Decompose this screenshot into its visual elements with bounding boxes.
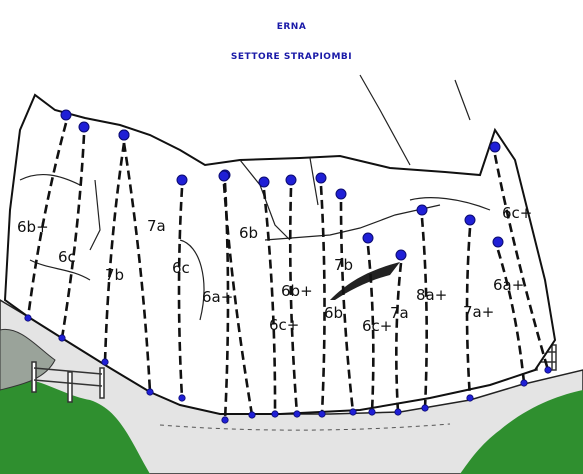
route-grade-label: 6b xyxy=(239,224,258,242)
route-start-point xyxy=(24,314,32,322)
rock-face xyxy=(3,74,557,415)
route-line xyxy=(366,245,375,413)
route-start-point xyxy=(221,416,229,424)
route-grade-label: 6c xyxy=(172,259,190,277)
route-start-point xyxy=(58,334,66,342)
route-start-point xyxy=(520,379,528,387)
anchor-point xyxy=(118,129,130,141)
route-grade-label: 7b xyxy=(334,256,353,274)
anchor-point xyxy=(395,249,407,261)
crag-title: ERNA xyxy=(276,22,307,32)
route-grade-label: 7a+ xyxy=(463,303,494,321)
route-start-point xyxy=(421,404,429,412)
route-start-point xyxy=(466,394,474,402)
route-line xyxy=(319,185,326,415)
anchor-point xyxy=(362,232,374,244)
anchor-point xyxy=(60,109,72,121)
route-start-point xyxy=(368,408,376,416)
route-grade-label: 6b+ xyxy=(281,282,313,300)
route-grade-label: 6c+ xyxy=(362,317,392,335)
route-line xyxy=(60,134,86,339)
route-grade-label: 7a xyxy=(390,304,409,322)
route-grade-label: 6c xyxy=(58,248,76,266)
route-grade-label: 7a xyxy=(147,217,166,235)
anchor-point xyxy=(492,236,504,248)
route-line xyxy=(339,201,355,413)
anchor-point xyxy=(285,174,297,186)
fence-left xyxy=(31,361,105,403)
route-grade-label: 7b xyxy=(105,266,124,284)
anchor-point xyxy=(464,214,476,226)
route-line xyxy=(177,187,184,399)
anchor-point xyxy=(489,141,501,153)
route-grade-label: 6b xyxy=(324,304,343,322)
route-line xyxy=(26,122,68,319)
anchor-point xyxy=(258,176,270,188)
route-start-point xyxy=(178,394,186,402)
route-start-point xyxy=(394,408,402,416)
anchor-point xyxy=(78,121,90,133)
boulders-left xyxy=(0,328,56,391)
route-start-point xyxy=(318,410,326,418)
route-grades: 6b+6c7b7a6c6a+6b6b+6c+7b6b6c+7a8a+7a+6a+… xyxy=(17,204,532,335)
anchor-point xyxy=(335,188,347,200)
route-line xyxy=(223,182,230,421)
route-start-point xyxy=(293,410,301,418)
route-grade-label: 8a+ xyxy=(416,286,447,304)
route-grade-label: 6c+ xyxy=(502,204,532,222)
route-line xyxy=(288,187,299,415)
anchor-point xyxy=(416,204,428,216)
route-grade-label: 6b+ xyxy=(17,218,49,236)
route-start-point xyxy=(349,408,357,416)
route-start-point xyxy=(146,388,154,396)
route-start-point xyxy=(271,410,279,418)
bush-left xyxy=(0,377,150,474)
ground xyxy=(0,299,583,474)
anchor-point xyxy=(218,170,230,182)
route-grade-label: 6c+ xyxy=(269,316,299,334)
route-line xyxy=(395,262,403,413)
anchor-point xyxy=(315,172,327,184)
route-anchors xyxy=(24,109,552,424)
route-start-point xyxy=(544,366,552,374)
route-line xyxy=(222,183,254,416)
route-line xyxy=(420,217,428,409)
sector-subtitle: SETTORE STRAPIOMBI xyxy=(230,52,353,62)
bush-right xyxy=(460,390,583,474)
route-line xyxy=(262,189,277,415)
route-line xyxy=(122,142,152,393)
route-grade-label: 6a+ xyxy=(202,288,233,306)
route-start-point xyxy=(101,358,109,366)
anchor-point xyxy=(176,174,188,186)
route-lines xyxy=(26,122,550,421)
route-start-point xyxy=(248,411,256,419)
route-line xyxy=(496,249,526,384)
route-grade-label: 6a+ xyxy=(493,276,524,294)
route-line xyxy=(465,227,472,399)
